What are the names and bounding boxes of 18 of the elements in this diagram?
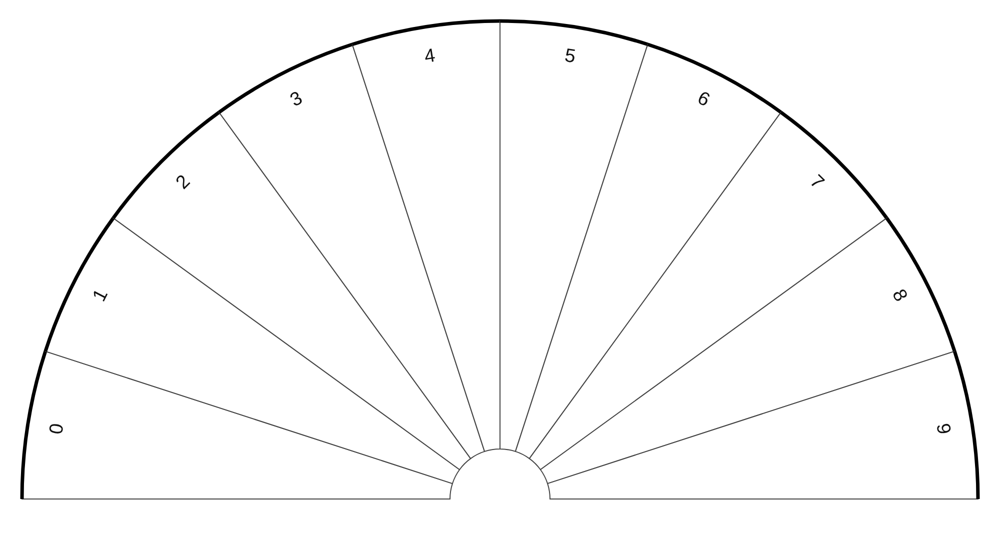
dial-sector — [352, 19, 500, 452]
dial-sector — [20, 350, 453, 500]
sector-number: 8 — [888, 286, 910, 305]
sector-number: 7 — [806, 172, 828, 193]
sector-number: 4 — [423, 46, 437, 67]
dial-sector — [500, 19, 648, 452]
dial-sector — [514, 42, 782, 460]
sector-number: 5 — [563, 46, 577, 67]
sector-number: 1 — [90, 286, 112, 305]
sector-number: 0 — [47, 422, 68, 436]
dial-sector — [540, 217, 956, 484]
dial-sector — [547, 350, 980, 500]
sector-number: 9 — [932, 422, 953, 436]
sector-number: 6 — [694, 88, 712, 111]
sector-number: 3 — [288, 88, 306, 111]
dial-sector — [218, 42, 486, 460]
sector-number: 2 — [172, 172, 194, 193]
dial-sector — [44, 217, 460, 484]
